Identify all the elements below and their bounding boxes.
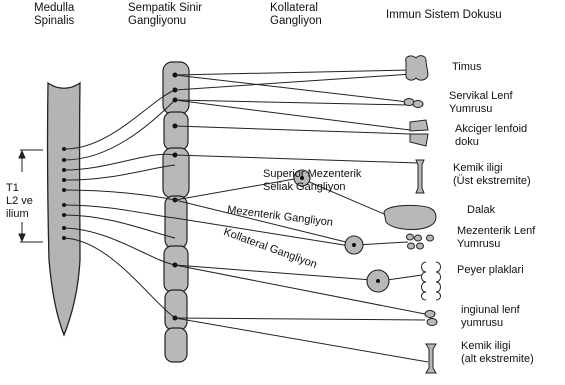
akciger-line1: Akciger lenfoid [455, 123, 527, 136]
inguinal-line2: yumrusu [461, 317, 520, 330]
header-kollateral-line1: Kollateral [270, 2, 322, 15]
fiber-t2 [64, 100, 175, 160]
organ-label-kemik-ust: Kemik iligi (Üst ekstremite) [453, 162, 531, 188]
mezenterik-line2: Yumrusu [457, 238, 535, 251]
superior-mesenteric-label: Superior Mezenterik Seliak Gangliyon [263, 168, 361, 194]
header-sempatik-line2: Gangliyonu [128, 15, 202, 28]
level-l2: L2 ve [6, 195, 33, 208]
inguinal-line1: ingiunal lenf [461, 304, 520, 317]
header-medulla: Medulla Spinalis [34, 2, 74, 28]
servikal-line1: Servikal Lenf [449, 90, 513, 103]
organ-label-mezenterik: Mezenterik Lenf Yumrusu [457, 225, 535, 251]
fiber-l2 [64, 238, 175, 318]
akciger-line2: doku [455, 136, 527, 149]
organ-label-inguinal: ingiunal lenf yumrusu [461, 304, 520, 330]
superior-line2: Seliak Gangliyon [263, 181, 361, 194]
kemik-ust-line1: Kemik iligi [453, 162, 531, 175]
fiber-t7 [64, 215, 175, 238]
organ-label-servikal: Servikal Lenf Yumrusu [449, 90, 513, 116]
bone-marrow-upper-shape [416, 160, 424, 193]
mezenterik-line1: Mezenterik Lenf [457, 225, 535, 238]
header-immun: Immun Sistem Dokusu [386, 9, 502, 22]
header-sempatik-line1: Sempatik Sinir [128, 2, 202, 15]
peyer-patches-shape [422, 262, 441, 300]
organ-label-timus: Timus [452, 61, 482, 74]
header-medulla-line2: Spinalis [34, 15, 74, 28]
bone-marrow-lower-shape [426, 344, 436, 373]
organ-label-peyer: Peyer plaklari [457, 264, 524, 277]
header-kollateral-line2: Gangliyon [270, 15, 322, 28]
spinal-level-labels: T1 L2 ve ilium [6, 182, 33, 221]
organ-label-dalak: Dalak [467, 204, 495, 217]
inguinal-node-shape [425, 311, 437, 326]
spinal-cord [48, 83, 80, 335]
organ-label-akciger: Akciger lenfoid doku [455, 123, 527, 149]
kemik-alt-line1: Kemik iligi [461, 340, 534, 353]
lung-lymphoid-shape [410, 120, 428, 146]
fiber-t5 [64, 190, 175, 200]
fiber-t4 [64, 165, 175, 180]
spleen-shape [384, 205, 436, 229]
level-ilium: ilium [6, 208, 33, 221]
thymus-shape [406, 56, 428, 80]
kemik-alt-line2: (alt ekstremite) [461, 353, 534, 366]
superior-line1: Superior Mezenterik [263, 168, 361, 181]
fiber-t1 [64, 90, 175, 149]
mesenteric-node-shape [407, 234, 434, 249]
peyer-line1: Peyer plaklari [457, 264, 524, 277]
timus-line1: Timus [452, 61, 482, 74]
level-t1: T1 [6, 182, 33, 195]
dalak-line1: Dalak [467, 204, 495, 217]
kemik-ust-line2: (Üst ekstremite) [453, 175, 531, 188]
organ-label-kemik-alt: Kemik iligi (alt ekstremite) [461, 340, 534, 366]
header-sempatik: Sempatik Sinir Gangliyonu [128, 2, 202, 28]
header-medulla-line1: Medulla [34, 2, 74, 15]
header-kollateral: Kollateral Gangliyon [270, 2, 322, 28]
servikal-line2: Yumrusu [449, 103, 513, 116]
cervical-node-shape [404, 99, 423, 108]
